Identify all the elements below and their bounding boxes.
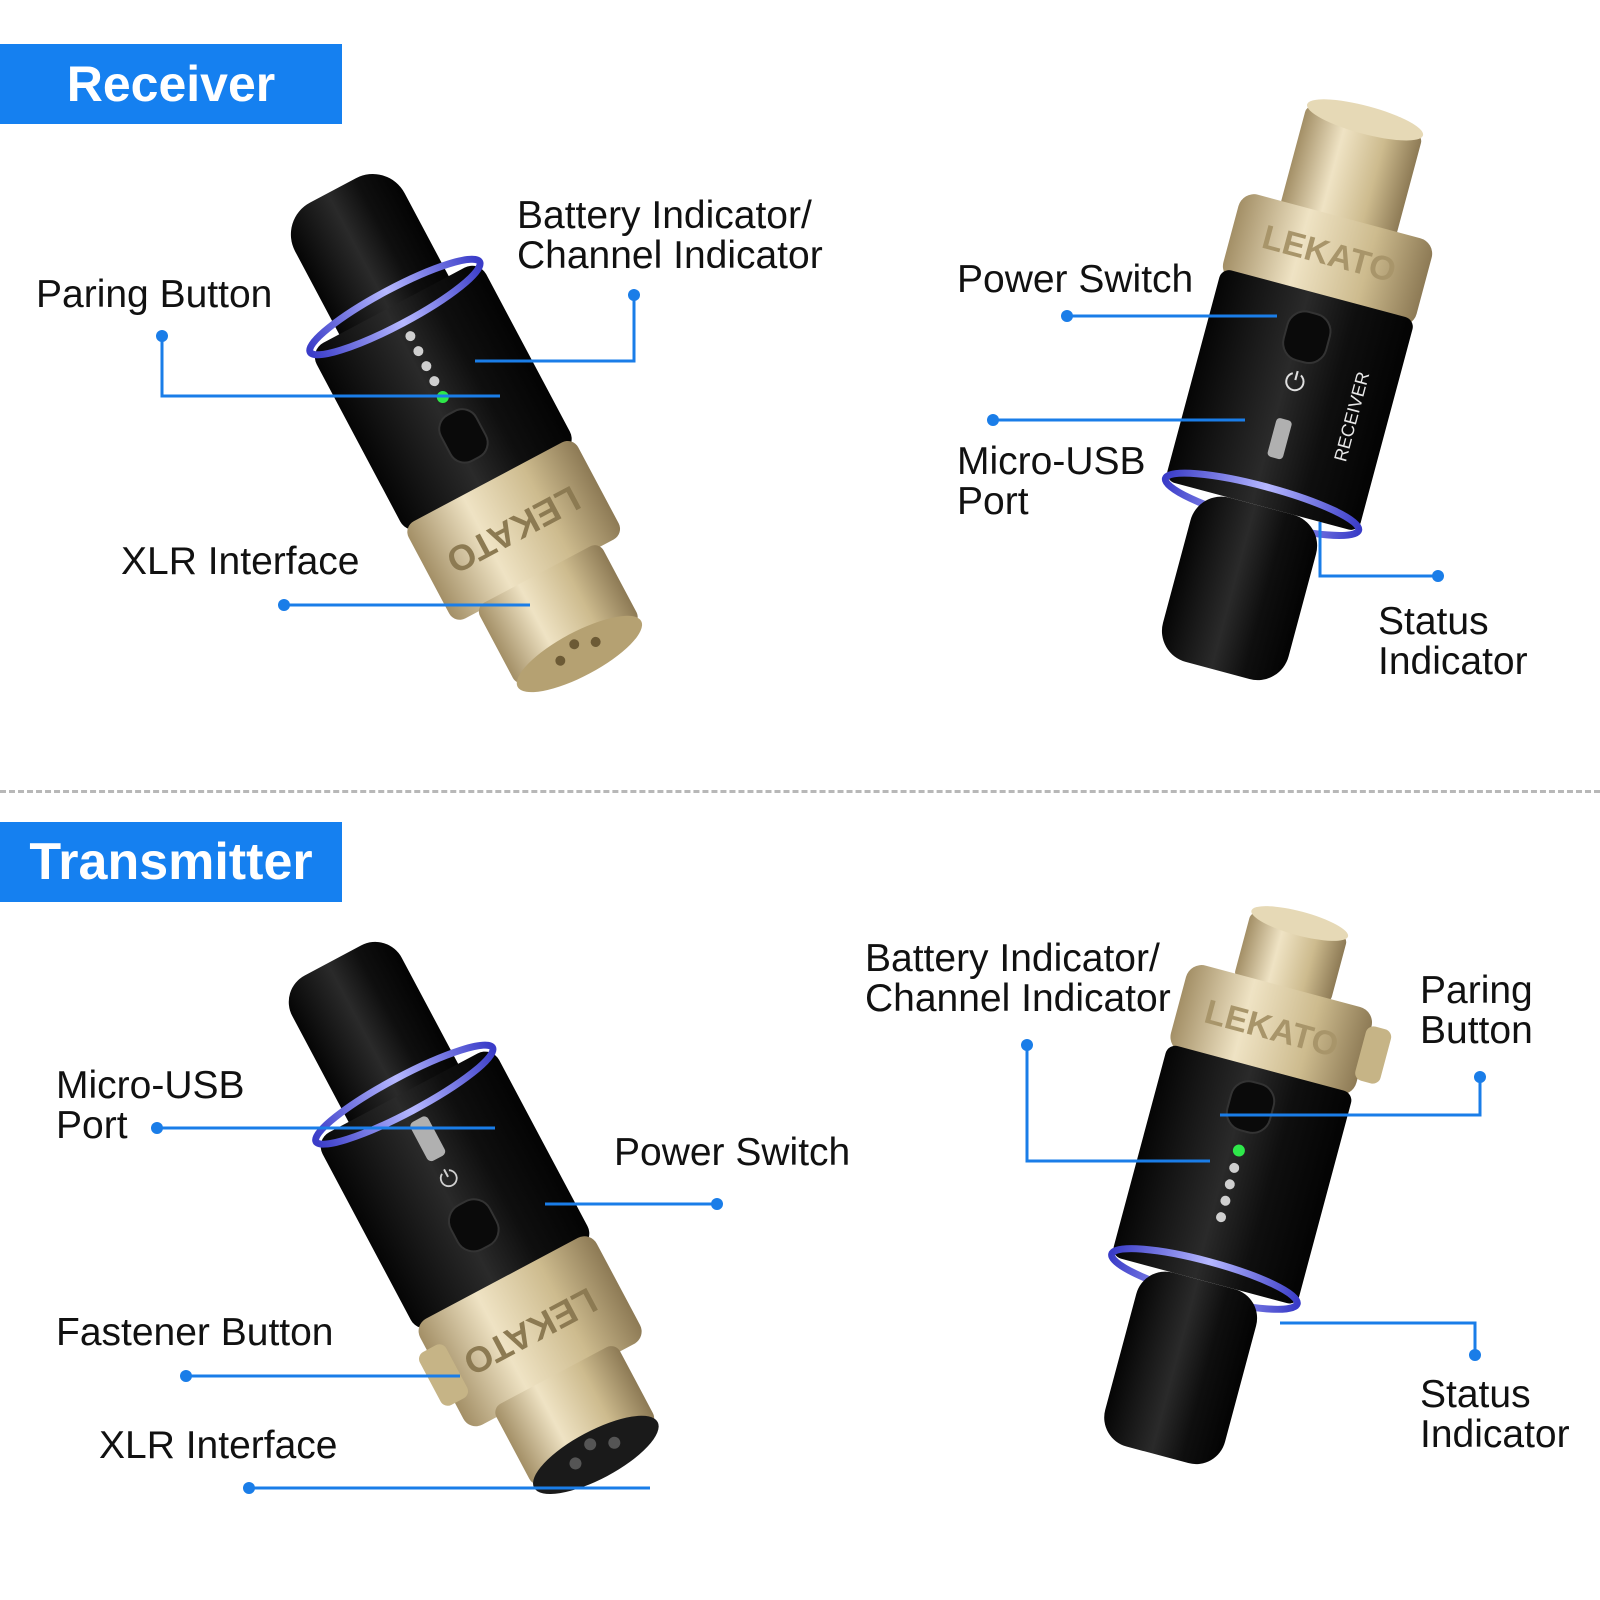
callout-paring-button [1220, 1077, 1482, 1117]
callout-dot-icon [711, 1198, 723, 1210]
power-button-icon [447, 1198, 500, 1253]
receiver-right-gold-top [1280, 106, 1422, 240]
led-dot-icon [1220, 1195, 1231, 1206]
label-status: Status [1420, 1373, 1531, 1416]
callout-paring-button [160, 336, 500, 398]
label-xlr-interface: XLR Interface [99, 1424, 338, 1467]
callout-dot-icon [987, 414, 999, 426]
callout-dot-icon [1021, 1039, 1033, 1051]
label-channel-indicator: Channel Indicator [865, 977, 1171, 1020]
label-paring: Paring [1420, 969, 1533, 1012]
transmitter-left-xlr-socket [495, 1346, 655, 1485]
label-fastener-button: Fastener Button [56, 1311, 334, 1354]
callout-dot-icon [628, 289, 640, 301]
callout-dot-icon [1061, 310, 1073, 322]
section-divider [0, 790, 1600, 793]
transmitter-left-gold-collar [418, 1236, 642, 1427]
transmitter-left-device: ⏻ LEKATO [288, 941, 659, 1494]
transmitter-section-tag: Transmitter [0, 822, 342, 902]
led-dot-icon [1224, 1179, 1235, 1190]
callout-dot-icon [156, 330, 168, 342]
callout-dot-icon [180, 1370, 192, 1382]
receiver-left-device: LEKATO [290, 174, 643, 693]
callout-status-indicator [1280, 1321, 1477, 1355]
led-dot-icon [413, 346, 424, 357]
label-micro-usb: Micro-USB [957, 440, 1146, 483]
callout-battery-indicator [475, 295, 636, 363]
label-port: Port [56, 1104, 128, 1147]
receiver-left-xlr-plug [478, 545, 638, 684]
callout-lines [157, 295, 1482, 1490]
label-power-switch: Power Switch [614, 1131, 851, 1174]
label-battery-indicator: Battery Indicator/ [865, 937, 1160, 980]
green-led-icon [1232, 1144, 1245, 1157]
receiver-right-gold-collar [1222, 194, 1433, 326]
pairing-button-icon [438, 408, 489, 464]
receiver-right-antenna [1161, 496, 1318, 681]
label-indicator: Indicator [1420, 1413, 1570, 1456]
led-dot-icon [405, 331, 416, 342]
power-button-icon [1282, 310, 1332, 365]
label-micro-usb: Micro-USB [56, 1064, 245, 1107]
label-paring-button: Paring Button [36, 273, 273, 316]
callout-dots [151, 289, 1486, 1494]
label-port: Port [957, 480, 1029, 523]
receiver-right-device: ⏻ LEKATO RECEIVER [1161, 99, 1433, 681]
callout-dot-icon [243, 1482, 255, 1494]
label-battery-indicator: Battery Indicator/ [517, 194, 812, 237]
led-dot-icon [421, 361, 432, 372]
label-button: Button [1420, 1009, 1533, 1052]
usb-port-icon [1267, 418, 1292, 460]
led-dot-icon [429, 376, 440, 387]
callout-battery-indicator [1025, 1045, 1210, 1163]
transmitter-left-status-ring [312, 1041, 497, 1148]
led-dot-icon [1216, 1212, 1227, 1223]
transmitter-right-body [1113, 1045, 1352, 1304]
label-status: Status [1378, 600, 1489, 643]
callout-dot-icon [278, 599, 290, 611]
callout-dot-icon [1469, 1349, 1481, 1361]
receiver-right-body [1167, 270, 1413, 530]
receiver-left-gold-collar [407, 440, 621, 620]
led-dot-icon [1229, 1162, 1240, 1173]
receiver-left-status-ring [306, 255, 484, 359]
callout-dot-icon [1432, 570, 1444, 582]
label-power-switch: Power Switch [957, 258, 1194, 301]
callout-dot-icon [1474, 1071, 1486, 1083]
label-indicator: Indicator [1378, 640, 1528, 683]
pairing-button-icon [1225, 1080, 1276, 1134]
callout-status-indicator [1318, 522, 1438, 578]
label-xlr-interface: XLR Interface [121, 540, 360, 583]
label-channel-indicator: Channel Indicator [517, 234, 823, 277]
receiver-section-tag: Receiver [0, 44, 342, 124]
transmitter-right-device: LEKATO [1104, 906, 1392, 1465]
callout-dot-icon [151, 1122, 163, 1134]
transmitter-right-antenna [1104, 1271, 1258, 1465]
